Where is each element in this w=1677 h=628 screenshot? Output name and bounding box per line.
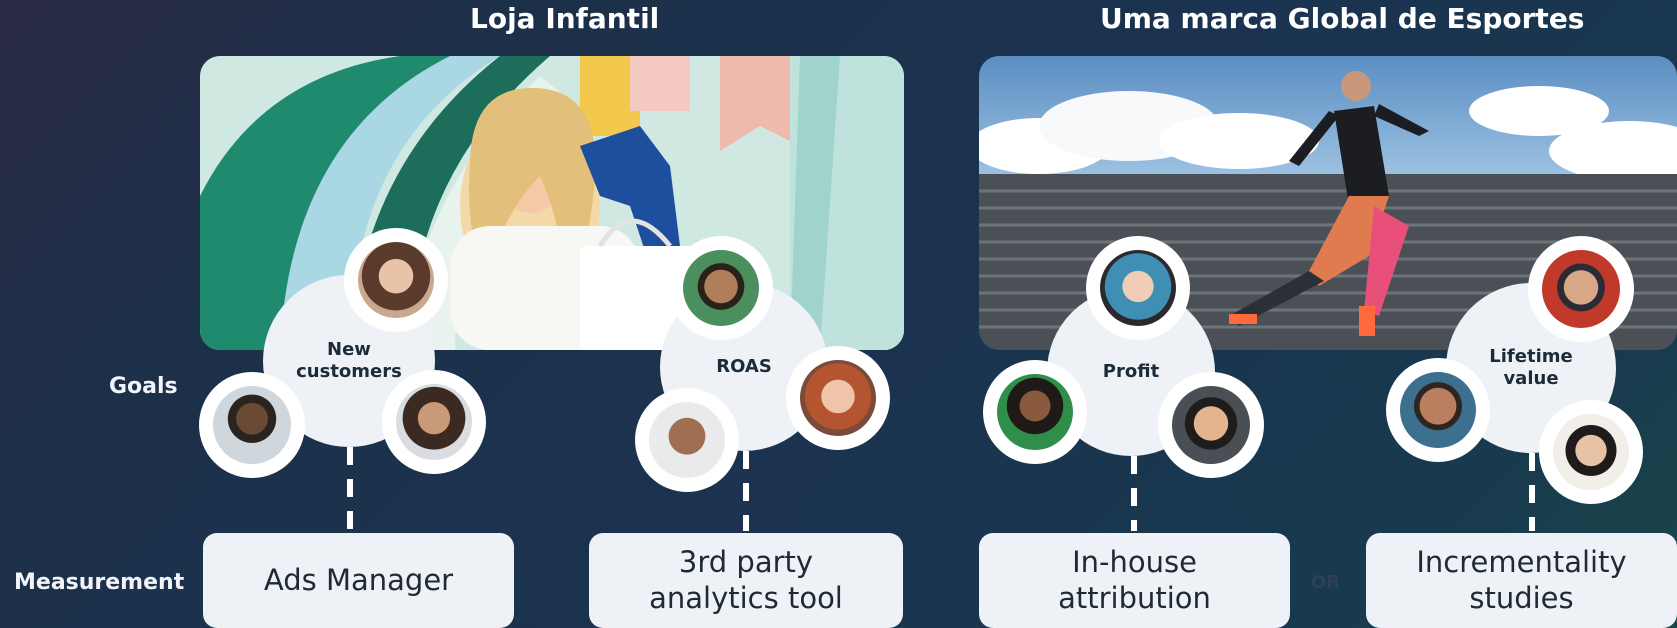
avatar <box>1086 236 1190 340</box>
avatar <box>669 236 773 340</box>
measurement-incrementality-studies: Incrementality studies <box>1366 533 1677 628</box>
measurement-in-house-attribution: In-house attribution <box>979 533 1290 628</box>
connector-lifetime-value <box>1529 453 1535 531</box>
goal-lifetime-value-label: Lifetime value <box>1489 345 1573 390</box>
avatar <box>786 346 890 450</box>
avatar <box>344 228 448 332</box>
or-label: OR <box>1311 572 1341 593</box>
connector-profit <box>1131 456 1137 531</box>
measurement-row-label: Measurement <box>14 570 185 595</box>
connector-roas <box>743 451 749 531</box>
avatar <box>199 372 305 478</box>
avatar <box>983 360 1087 464</box>
measurement-third-party-analytics: 3rd party analytics tool <box>589 533 903 628</box>
avatar <box>1528 236 1634 342</box>
avatar <box>382 370 486 474</box>
avatar <box>1158 372 1264 478</box>
connector-new-customers <box>347 447 353 531</box>
heading-sports-brand: Uma marca Global de Esportes <box>1100 2 1585 35</box>
measurement-ads-manager: Ads Manager <box>203 533 514 628</box>
heading-kids-store: Loja Infantil <box>470 2 660 35</box>
avatar <box>1539 400 1643 504</box>
goal-profit-label: Profit <box>1102 360 1160 382</box>
goals-row-label: Goals <box>109 374 178 399</box>
avatar <box>635 388 739 492</box>
avatar <box>1386 358 1490 462</box>
goal-roas-label: ROAS <box>716 355 772 377</box>
goal-new-customers-label: New customers <box>296 338 402 383</box>
